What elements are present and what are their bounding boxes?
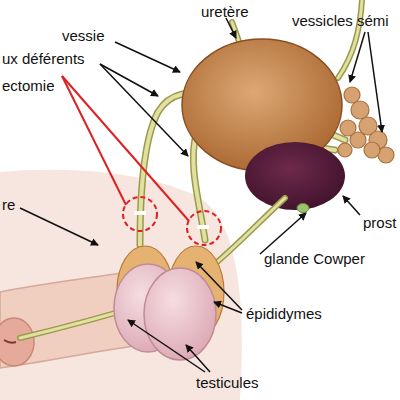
body-outline: [0, 170, 242, 400]
part-label: prost: [363, 214, 396, 231]
part-label: ux déférents: [2, 50, 85, 67]
vas-cut: [134, 211, 209, 229]
meatus: [4, 340, 16, 343]
part-label: ectomie: [2, 77, 55, 94]
prostate: [245, 142, 345, 210]
part-label: uretère: [201, 3, 249, 20]
part-label: testicules: [196, 374, 259, 391]
part-label: vessicles sémi: [292, 12, 389, 29]
leader-line: [20, 18, 382, 372]
cowper-gland: [297, 204, 309, 213]
glans: [0, 318, 34, 366]
part-label: re: [2, 196, 15, 213]
seminal-vesicles: [338, 87, 394, 163]
vasectomy-mark: [62, 76, 221, 245]
part-label: vessie: [62, 27, 105, 44]
part-label: glande Cowper: [264, 250, 365, 267]
part-label: épididymes: [246, 305, 322, 322]
